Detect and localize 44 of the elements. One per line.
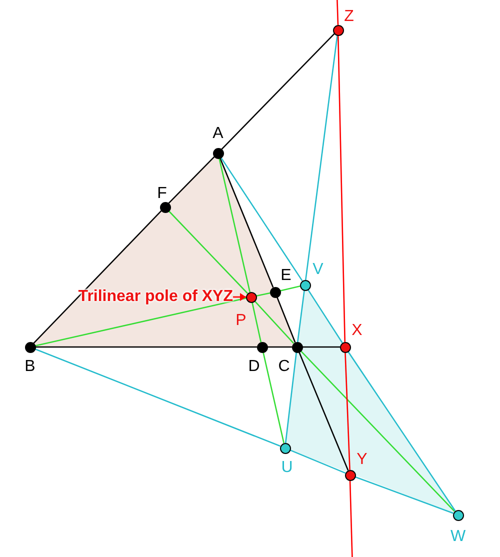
line-segment <box>347 350 456 512</box>
line-segment <box>276 296 296 343</box>
line-segment <box>218 158 251 292</box>
line-segment <box>280 286 300 292</box>
point-label: V <box>312 261 324 279</box>
line-segment <box>251 302 262 342</box>
point-label: F <box>156 185 168 203</box>
point-label: Y <box>356 451 368 469</box>
point-label: D <box>247 358 261 376</box>
line-segment <box>305 34 338 280</box>
line-segment <box>34 348 281 447</box>
arrow <box>233 293 246 301</box>
line-segment <box>33 210 162 344</box>
line-segment <box>35 346 257 348</box>
line-segment <box>34 297 246 347</box>
point-label: P <box>234 312 248 330</box>
point-label: B <box>24 358 36 376</box>
point-label: X <box>350 322 364 340</box>
line-segment <box>354 476 454 514</box>
line-segment <box>298 351 349 471</box>
line-segment <box>220 156 303 282</box>
point-label: Z <box>343 8 355 26</box>
line-segment <box>254 300 294 344</box>
line-segment <box>256 292 270 297</box>
line-segment <box>337 34 346 342</box>
line-segment <box>302 346 340 348</box>
line-segment <box>300 350 455 512</box>
line-segment <box>168 210 248 294</box>
line-segment <box>168 156 215 204</box>
line-segment <box>219 157 274 288</box>
line-segment <box>344 352 350 470</box>
point-label: C <box>277 358 291 376</box>
line-segment <box>307 288 343 344</box>
point-label: W <box>450 528 466 546</box>
point-label: E <box>280 267 292 285</box>
line-segment <box>289 449 346 474</box>
point-label: U <box>280 459 294 477</box>
line-segment <box>267 346 292 348</box>
line-segment <box>297 290 305 342</box>
point-label: A <box>212 125 224 143</box>
line-segment <box>262 352 285 444</box>
annotation-text: Trilinear pole of XYZ <box>52 288 233 306</box>
line-segment <box>221 33 335 150</box>
line-segment <box>284 352 298 444</box>
